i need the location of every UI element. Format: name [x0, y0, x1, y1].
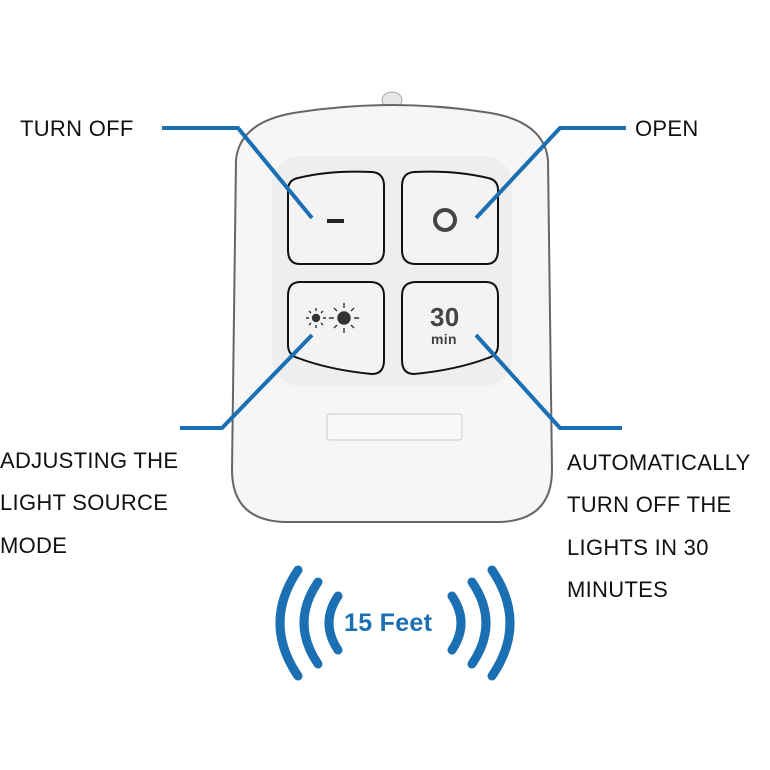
off-button[interactable]: [287, 170, 385, 265]
label-mode-3: MODE: [0, 533, 68, 558]
timer-number: 30: [430, 302, 460, 332]
label-timer-4: MINUTES: [567, 577, 669, 602]
label-timer-3: LIGHTS IN 30: [567, 535, 709, 560]
label-mode-1: ADJUSTING THE: [0, 448, 179, 473]
label-timer-1: AUTOMATICALLY: [567, 450, 751, 475]
signal-waves-icon: [275, 565, 515, 681]
label-mode-2: LIGHT SOURCE: [0, 490, 169, 515]
slot: [326, 413, 463, 441]
callout-lines: [162, 126, 626, 430]
timer-unit: min: [431, 331, 457, 347]
callout-open: [474, 126, 626, 220]
callout-mode: [180, 333, 314, 430]
brightness-icon: [306, 303, 359, 333]
circle-icon: [433, 208, 457, 232]
timer-button[interactable]: [401, 281, 499, 376]
mode-button[interactable]: [287, 281, 385, 376]
callout-timer: [474, 333, 622, 430]
range-label: 15 Feet: [344, 609, 433, 637]
callout-turn-off: [162, 126, 314, 220]
label-turn-off: TURN OFF: [20, 116, 134, 141]
label-open: OPEN: [635, 116, 699, 141]
minus-icon: [327, 219, 344, 223]
on-button[interactable]: [401, 170, 499, 265]
label-timer-2: TURN OFF THE: [567, 492, 732, 517]
